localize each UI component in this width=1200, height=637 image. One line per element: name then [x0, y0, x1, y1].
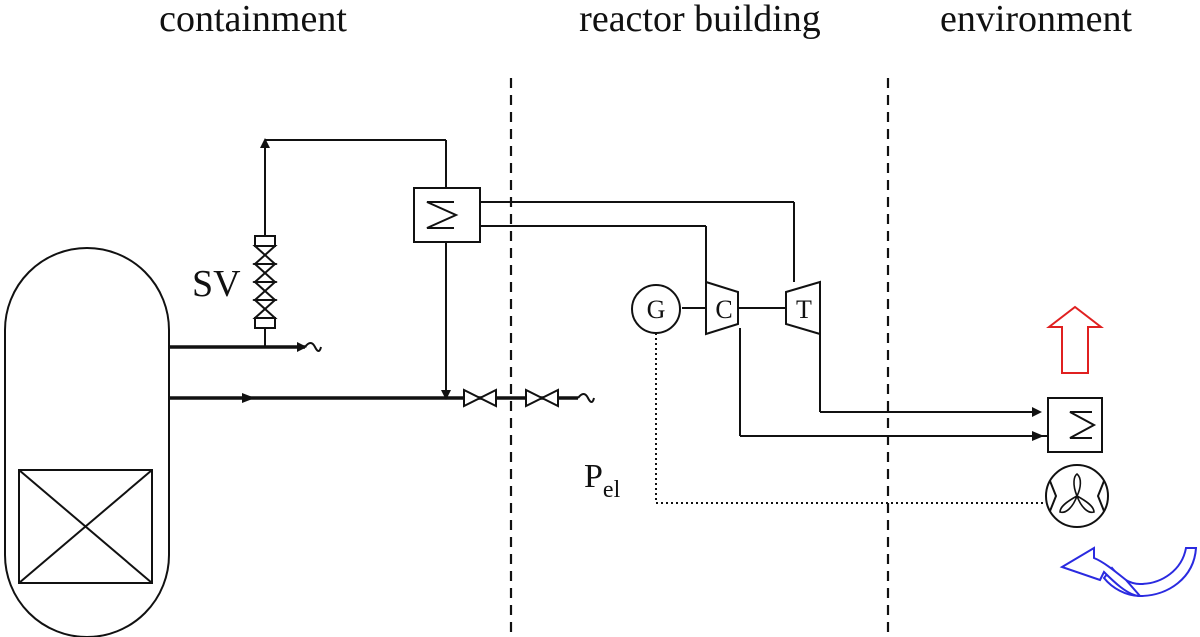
- safety-valve-label: SV: [192, 263, 241, 305]
- generator: G: [631, 284, 681, 334]
- turbine-label: T: [796, 295, 812, 324]
- turbine: T: [785, 280, 821, 336]
- valve-icon: [463, 388, 497, 408]
- steam-outlet-line: [169, 342, 322, 352]
- region-label-containment: containment: [159, 0, 347, 40]
- condenser-loop: [265, 139, 451, 400]
- region-label-reactor-building: reactor building: [579, 0, 821, 40]
- secondary-loop-lines: [480, 201, 1048, 441]
- reactor-core: [18, 469, 153, 584]
- heat-exchanger-icon: [1047, 397, 1103, 453]
- valve-icon: [525, 388, 559, 408]
- reactor-vessel: [4, 247, 170, 637]
- heat-exchanger-icon: [413, 187, 481, 243]
- compressor-label: C: [715, 295, 732, 324]
- return-line: [169, 393, 595, 403]
- fan-icon: [1045, 464, 1109, 528]
- power-label: Pel: [584, 458, 621, 503]
- safety-valve-stack: [252, 138, 278, 347]
- generator-label: G: [647, 295, 666, 324]
- air-intake-arrow-icon: [1059, 546, 1198, 598]
- compressor: C: [705, 280, 739, 336]
- region-label-environment: environment: [940, 0, 1133, 40]
- power-signal-line: [655, 333, 1046, 504]
- heat-release-arrow-icon: [1046, 305, 1104, 374]
